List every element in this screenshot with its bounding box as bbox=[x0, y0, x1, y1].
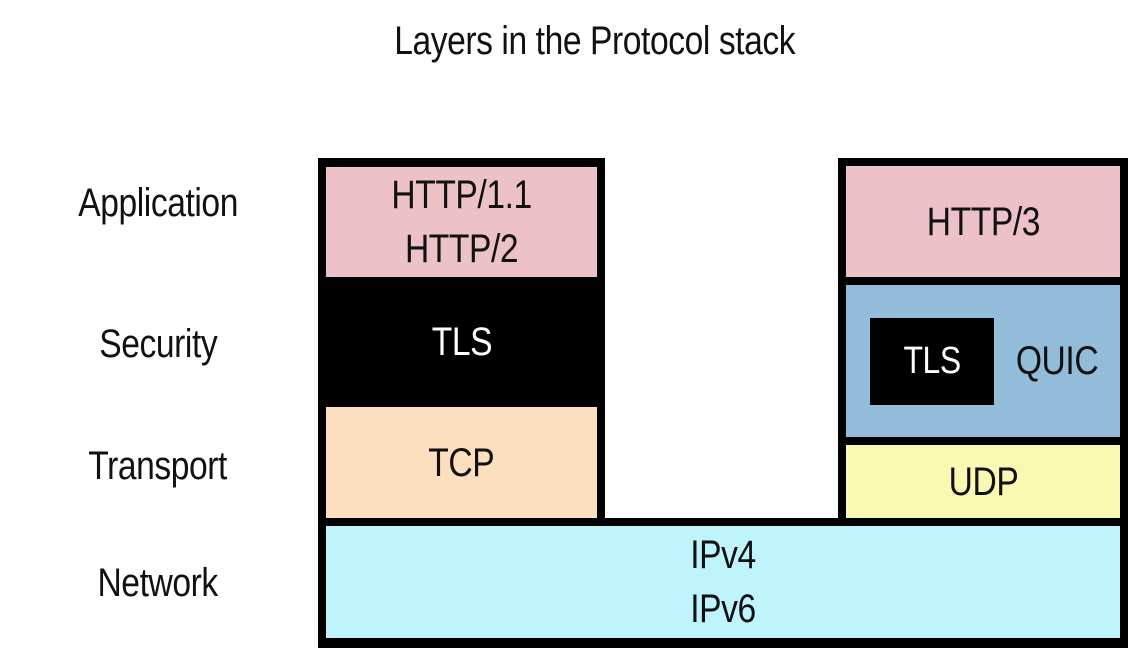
layer-label-transport-text: Transport bbox=[88, 444, 228, 488]
layer-label-network: Network bbox=[38, 556, 278, 610]
network-layer-box: IPv4 IPv6 bbox=[318, 518, 1128, 648]
layer-label-security: Security bbox=[38, 317, 278, 371]
ip-text: IPv4 IPv6 bbox=[690, 528, 756, 636]
http2-label: HTTP/2 bbox=[404, 227, 519, 271]
quic-protocol-stack: HTTP/3 TLS QUIC UDP bbox=[838, 158, 1128, 518]
http11-label: HTTP/1.1 bbox=[391, 173, 532, 217]
layer-label-application: Application bbox=[38, 176, 278, 230]
quic-label-wrap: QUIC bbox=[994, 334, 1120, 388]
http1-http2-text: HTTP/1.1 HTTP/2 bbox=[391, 168, 532, 276]
tls-box: TLS bbox=[326, 277, 597, 407]
udp-label: UDP bbox=[948, 459, 1018, 504]
quic-label: QUIC bbox=[1015, 339, 1099, 383]
http3-box: HTTP/3 bbox=[846, 166, 1120, 277]
udp-box: UDP bbox=[846, 445, 1120, 518]
ipv6-label: IPv6 bbox=[690, 587, 756, 631]
tls-label: TLS bbox=[431, 320, 492, 364]
http1-http2-box: HTTP/1.1 HTTP/2 bbox=[326, 167, 597, 277]
tls-inside-quic-box: TLS bbox=[870, 317, 994, 405]
layer-label-application-text: Application bbox=[78, 181, 238, 225]
ipv4-label: IPv4 bbox=[690, 533, 756, 577]
http3-label: HTTP/3 bbox=[926, 199, 1040, 244]
layer-label-transport: Transport bbox=[38, 439, 278, 493]
diagram-title-text: Layers in the Protocol stack bbox=[394, 19, 796, 63]
diagram-title: Layers in the Protocol stack bbox=[265, 14, 925, 68]
quic-box: TLS QUIC bbox=[846, 285, 1120, 437]
tcp-box: TCP bbox=[326, 407, 597, 518]
tls-inside-quic-label: TLS bbox=[903, 340, 961, 382]
layer-label-security-text: Security bbox=[98, 322, 218, 366]
layer-label-network-text: Network bbox=[97, 561, 219, 605]
ip-box: IPv4 IPv6 bbox=[326, 526, 1120, 638]
tcp-label: TCP bbox=[428, 440, 495, 485]
tcp-protocol-stack: HTTP/1.1 HTTP/2 TLS TCP bbox=[318, 158, 605, 518]
